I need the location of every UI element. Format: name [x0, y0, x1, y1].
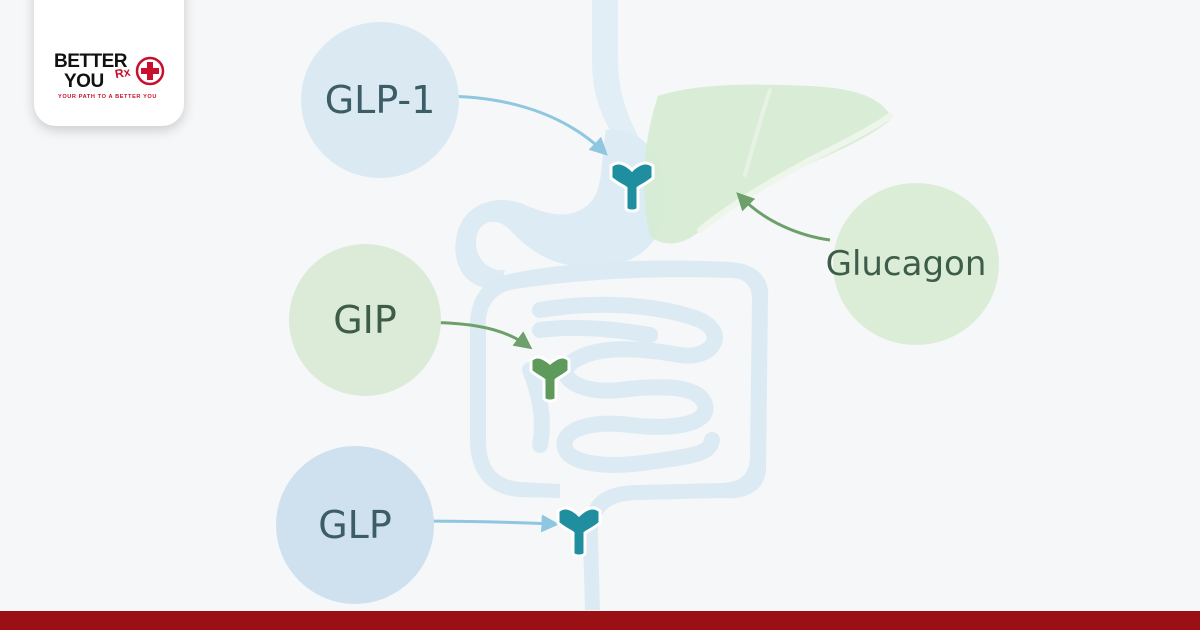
hormone-glucagon-label: Glucagon	[825, 244, 987, 284]
hormone-glp-circle: GLP	[276, 446, 434, 604]
medical-cross-icon	[135, 56, 165, 86]
brand-line1: BETTER	[54, 51, 128, 72]
brand-logo-card[interactable]: BETTER YOU Rx YOUR PATH TO A BETTER YOU	[34, 0, 184, 126]
receptor-glp1-icon	[609, 161, 655, 213]
liver	[644, 84, 892, 244]
brand-rx: Rx	[113, 64, 132, 82]
small-intestine	[522, 296, 723, 473]
arrow-glucagon	[736, 192, 831, 242]
receptor-gip-icon	[529, 355, 571, 403]
hormone-glp1-label: GLP-1	[324, 78, 436, 122]
brand-tagline: YOUR PATH TO A BETTER YOU	[58, 94, 158, 100]
bottom-accent-bar	[0, 611, 1200, 630]
esophagus	[592, 0, 640, 140]
hormone-gip-label: GIP	[333, 298, 397, 342]
hormone-glp-label: GLP	[318, 503, 392, 547]
receptor-glp-icon	[556, 506, 602, 558]
hormone-glp1-circle: GLP-1	[301, 22, 459, 178]
liver-lobe-line	[743, 88, 772, 177]
hormone-gip-circle: GIP	[289, 244, 441, 396]
hormone-glucagon-circle: Glucagon	[826, 183, 999, 345]
liver-edge	[697, 113, 893, 233]
brand-line2: YOU	[64, 71, 104, 92]
arrow-glp1	[439, 94, 608, 156]
